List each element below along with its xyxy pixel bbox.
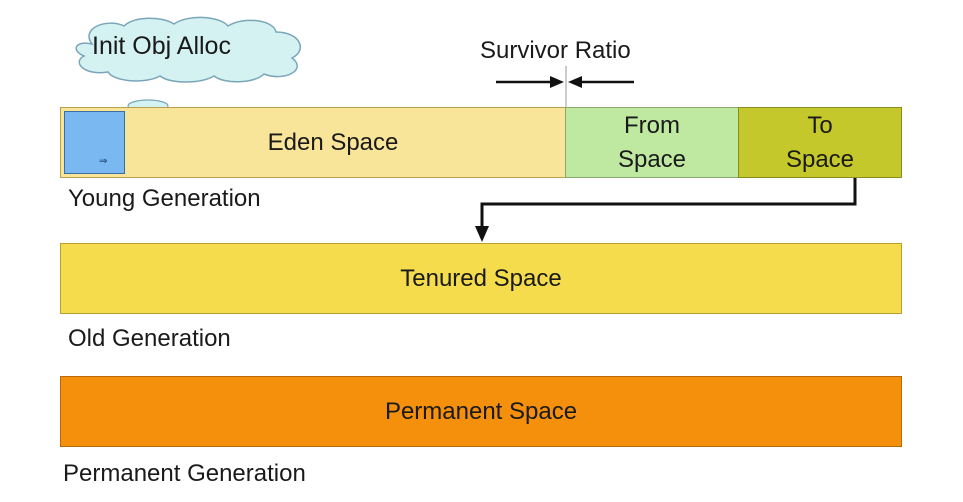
survivor-ratio-arrows <box>496 66 634 110</box>
tenured-space-box: Tenured Space <box>60 243 902 314</box>
eden-space-box: Eden Space <box>60 107 566 178</box>
permanent-generation-label: Permanent Generation <box>63 460 306 487</box>
allocated-object-arrow-icon: ⇒ <box>99 156 108 167</box>
permanent-space-label: Permanent Space <box>384 397 578 425</box>
from-space-box: From Space <box>565 107 739 178</box>
init-obj-alloc-label: Init Obj Alloc <box>92 32 231 60</box>
to-space-label-line2: Space <box>785 145 855 173</box>
young-generation-label: Young Generation <box>68 185 261 212</box>
from-space-label-line2: Space <box>617 145 687 173</box>
promotion-arrow <box>475 178 857 242</box>
init-obj-alloc-cloud-shape <box>75 16 302 83</box>
permanent-space-box: Permanent Space <box>60 376 902 447</box>
from-space-label-line1: From <box>624 111 680 139</box>
to-space-box: To Space <box>738 107 902 178</box>
old-generation-label: Old Generation <box>68 325 231 352</box>
eden-space-label: Eden Space <box>267 128 399 156</box>
tenured-space-label: Tenured Space <box>400 264 562 292</box>
survivor-ratio-label: Survivor Ratio <box>480 37 631 64</box>
to-space-label-line1: To <box>807 111 833 139</box>
allocated-object-block <box>64 111 125 174</box>
